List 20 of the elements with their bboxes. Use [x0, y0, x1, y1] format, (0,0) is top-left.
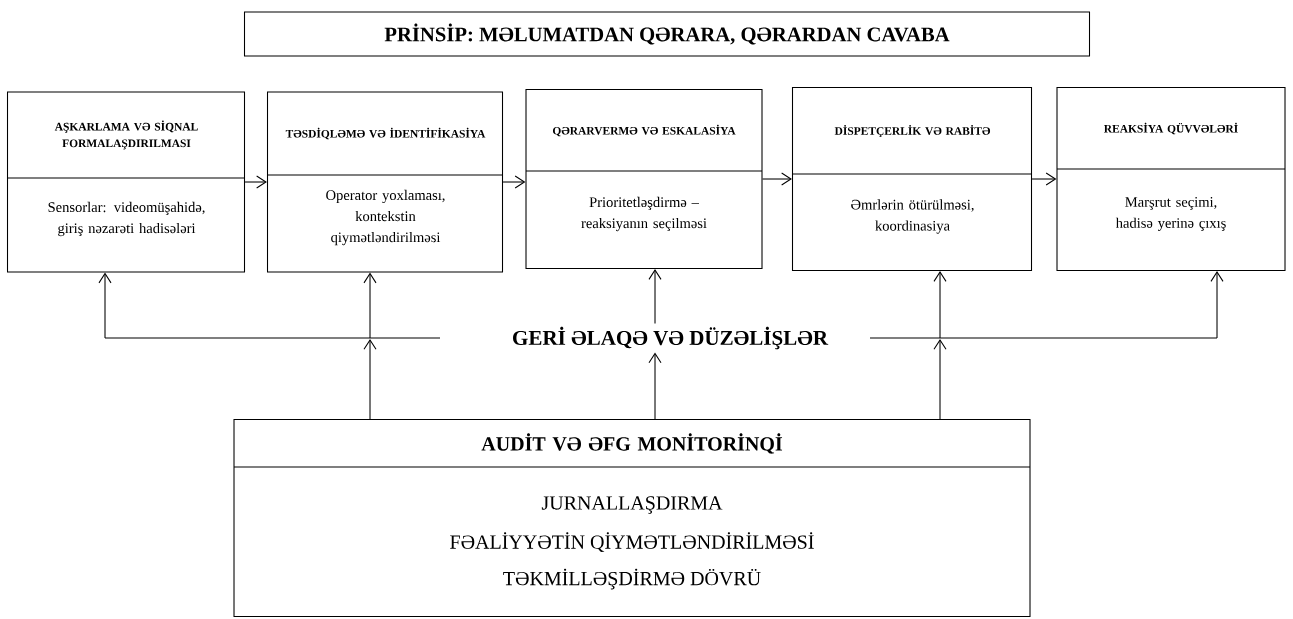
arrow	[502, 175, 526, 189]
process-box: DİSPETÇERLİK VƏ RABİTƏ Əmrlərin ötürülməsi, koordinasiya	[791, 86, 1033, 272]
process-box: AŞKARLAMA VƏ SİQNAL FORMALAŞDIRILMASI Sensorlar: videomüşahidə, giriş nəzarəti hadisələri	[6, 91, 246, 273]
arrow	[648, 269, 662, 325]
process-box: REAKSİYA QÜVVƏLƏRİ Marşrut seçimi, hadisə yerinə çıxış	[1056, 86, 1286, 272]
arrow	[363, 339, 377, 420]
arrow	[98, 272, 112, 339]
arrow	[648, 352, 662, 420]
heading-text: GERİ ƏLAQƏ VƏ DÜZƏLİŞLƏR	[513, 326, 829, 350]
title-box: PRİNSİP: MƏLUMATDAN QƏRARA, QƏRARDAN CAVABA	[243, 11, 1091, 57]
arrow	[933, 339, 947, 420]
process-box: TƏSDİQLƏMƏ VƏ İDENTİFİKASİYA Operator yoxlaması, kontekstin qiymətləndirilməsi	[266, 91, 504, 273]
process-box: QƏRARVERMƏ VƏ ESKALASİYA Prioritetləşdirmə – reaksiyanın seçilməsi	[525, 88, 763, 270]
arrow	[363, 272, 377, 339]
audit-box: AUDİT VƏ ƏFG MONİTORİNQİ JURNALLAŞDIRMA FƏALİYYƏTİN QİYMƏTLƏNDİRİLMƏSİ TƏKMİLLƏŞDİRMƏ DÖVRÜ	[233, 418, 1031, 618]
arrow	[1031, 172, 1057, 186]
arrow	[933, 271, 947, 339]
arrow	[244, 175, 267, 189]
arrow	[762, 172, 792, 186]
arrow	[1210, 271, 1224, 339]
